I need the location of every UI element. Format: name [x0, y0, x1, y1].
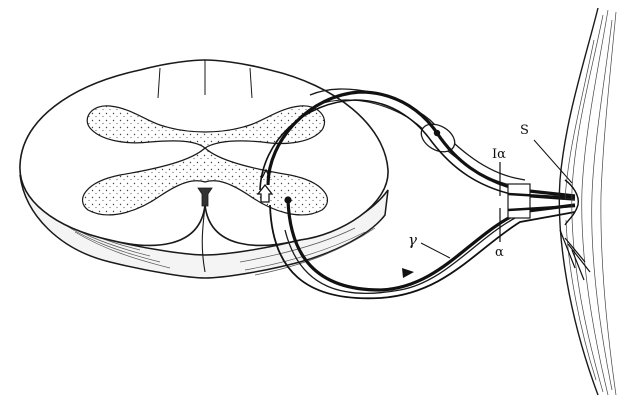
leader-s: [534, 140, 572, 183]
muscle-fibers: [565, 10, 616, 395]
label-alpha: α: [495, 246, 504, 259]
label-s: S: [520, 124, 529, 137]
leader-gamma: [421, 243, 450, 258]
nerve-cut-marker: [508, 184, 530, 218]
gamma-direction-arrow: [402, 268, 414, 278]
label-gamma: γ: [408, 233, 417, 248]
label-ia: Iα: [492, 148, 506, 161]
motor-neuron-soma: [284, 196, 291, 203]
